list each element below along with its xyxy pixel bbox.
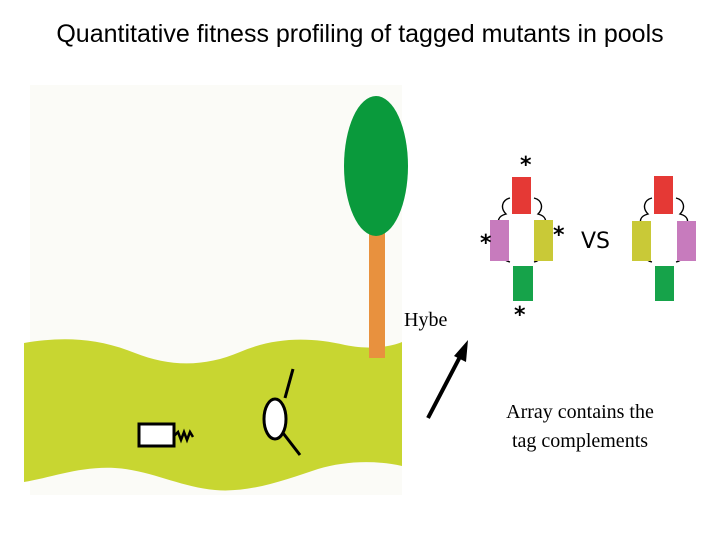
array-spot-right: [632, 176, 696, 301]
tag-spot-green: [655, 266, 674, 301]
hybe-label: Hybe: [404, 309, 448, 331]
page-title: Quantitative fitness profiling of tagged…: [56, 20, 664, 48]
star-marker-left: *: [480, 231, 492, 256]
vs-label: VS: [581, 229, 610, 254]
tag-spot-green: [513, 266, 533, 301]
pool-ground: [24, 339, 402, 491]
hybe-arrow: [426, 340, 468, 419]
star-marker-right: *: [553, 223, 565, 248]
tag-spot-yellow: [632, 221, 651, 261]
array-caption: Array contains the tag complements: [470, 398, 690, 456]
array-spot-left: [490, 177, 553, 301]
star-marker-bottom: *: [514, 303, 526, 328]
tag-spot-pink: [490, 220, 509, 261]
tagged-mutant-rect-icon: [137, 422, 195, 448]
tag-spot-yellow: [534, 220, 553, 261]
tagged-mutant-oval-icon: [262, 368, 302, 456]
tag-spot-pink: [677, 221, 696, 261]
array-caption-line1: Array contains the: [506, 401, 654, 423]
star-marker-top: *: [520, 153, 532, 178]
array-caption-line2: tag complements: [511, 430, 649, 452]
tag-spot-red: [512, 177, 531, 214]
tree-trunk: [369, 232, 385, 358]
tree-crown: [344, 96, 408, 236]
tag-spot-red: [654, 176, 673, 214]
